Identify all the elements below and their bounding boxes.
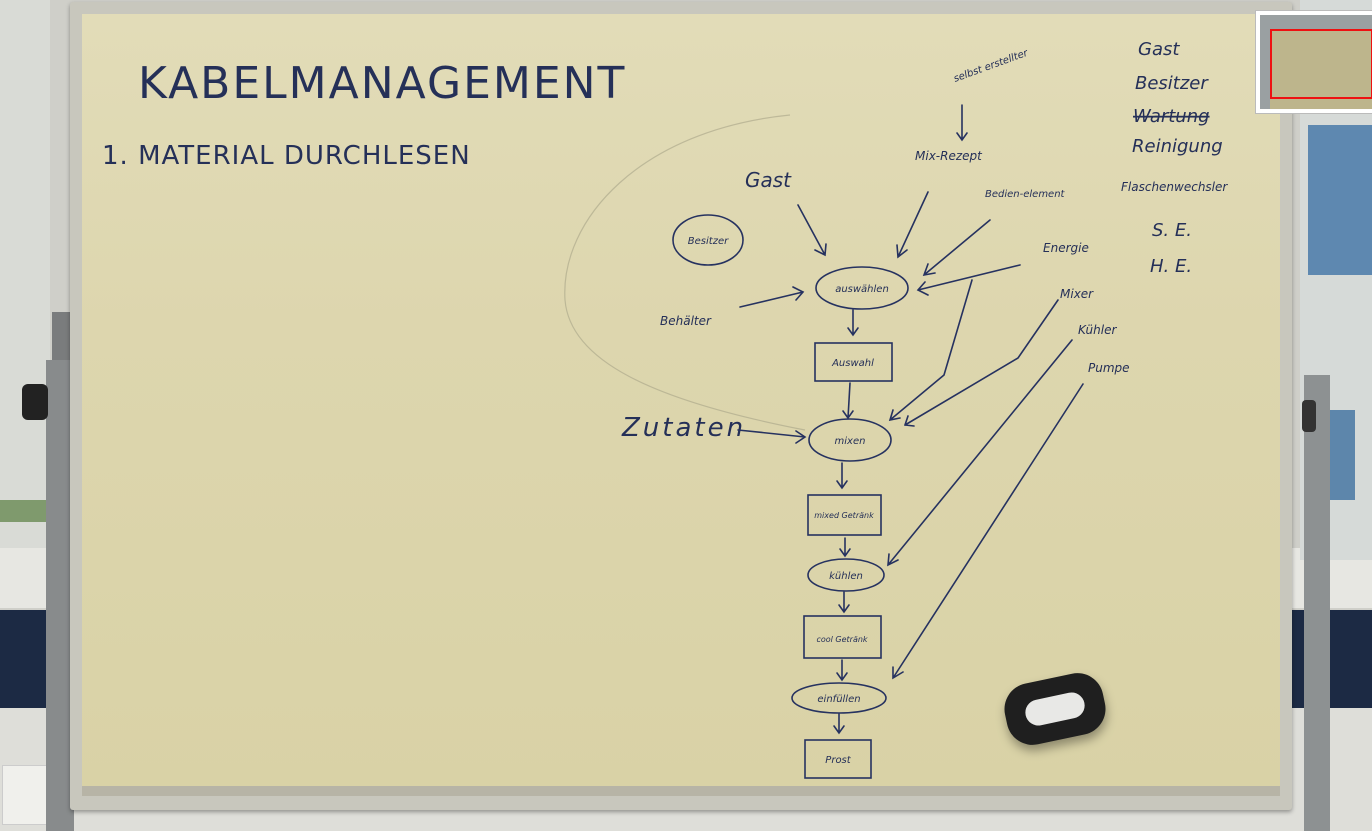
board-title: KABELMANAGEMENT	[138, 58, 626, 109]
arrow-gast-auswaehlen	[797, 204, 827, 257]
actor-reinigung: Reinigung	[1132, 136, 1223, 157]
node-mixen-label: mixen	[835, 436, 866, 447]
stand-leg-left	[46, 360, 74, 831]
label-energie: Energie	[1043, 241, 1089, 255]
arrow-auswahl-mixen	[842, 382, 854, 420]
node-auswaehlen-shape	[815, 266, 909, 310]
label-selbst-erstellter: selbst erstellter	[952, 47, 1030, 84]
arrow-bedien-auswaehlen	[922, 219, 991, 277]
actor-he: H. E.	[1150, 256, 1192, 277]
erased-loop	[564, 114, 806, 431]
actor-flaschenwechsler: Flaschenwechsler	[1121, 180, 1228, 194]
node-prost-label: Prost	[825, 755, 851, 766]
right-building-door	[1325, 410, 1355, 500]
left-window	[0, 0, 50, 560]
tilt-knob-right	[1302, 400, 1316, 432]
node-kuehlen-shape	[807, 558, 885, 592]
whiteboard-surface	[82, 14, 1280, 794]
arrow-kuehlen-cool	[838, 591, 850, 614]
node-prost-shape	[804, 739, 872, 779]
arrow-cool-einfuellen	[836, 659, 848, 682]
actor-se: S. E.	[1152, 220, 1192, 241]
actor-besitzer: Besitzer	[1135, 73, 1209, 94]
label-mix-rezept: Mix-Rezept	[915, 149, 983, 163]
node-besitzer-label: Besitzer	[688, 236, 729, 247]
left-window-plants	[0, 500, 50, 522]
tilt-knob-left	[22, 384, 48, 420]
minimap-viewport-indicator[interactable]	[1270, 29, 1372, 99]
minimap-board	[1270, 29, 1372, 109]
node-auswaehlen-label: auswählen	[835, 284, 889, 295]
arrow-auswaehlen-auswahl	[847, 309, 859, 337]
actor-list: Gast Besitzer Wartung Reinigung Flaschen…	[1121, 39, 1228, 277]
arrow-mixer-mixen	[903, 299, 1059, 427]
label-bedienelement: Bedien-element	[985, 189, 1066, 200]
arrow-zutaten-mixen	[737, 429, 807, 444]
node-einfuellen-label: einfüllen	[817, 694, 860, 705]
node-cool-getraenk-shape	[803, 615, 882, 659]
arrow-mixed-kuehlen	[839, 537, 851, 558]
node-einfuellen-shape	[791, 682, 887, 714]
node-mixed-getraenk-shape	[807, 494, 882, 536]
node-kuehlen-label: kühlen	[829, 571, 863, 582]
right-building-facade	[1308, 125, 1372, 275]
label-kuehler: Kühler	[1078, 323, 1117, 337]
label-zutaten: Zutaten	[621, 413, 746, 443]
arrow-mixrezept-auswaehlen	[896, 191, 929, 259]
arrow-selbst-mixrezept	[956, 104, 968, 142]
stand-leg-right	[1304, 375, 1330, 831]
arrow-pumpe-einfuellen	[892, 383, 1084, 680]
eraser-handle	[1022, 690, 1088, 728]
node-besitzer-shape	[672, 214, 744, 266]
node-cool-getraenk-label: cool Getränk	[816, 635, 867, 644]
label-pumpe: Pumpe	[1088, 361, 1130, 375]
minimap-thumbnail[interactable]	[1255, 10, 1372, 114]
node-auswahl-label: Auswahl	[831, 358, 874, 369]
arrow-energie-auswaehlen	[916, 264, 1021, 296]
arrow-kuehler-kuehlen	[887, 339, 1073, 567]
node-mixen-shape	[808, 418, 892, 462]
arrow-behaelter-auswaehlen	[739, 286, 805, 308]
label-gast: Gast	[745, 168, 792, 192]
actor-gast: Gast	[1138, 39, 1180, 60]
label-mixer: Mixer	[1060, 287, 1094, 301]
label-behaelter: Behälter	[660, 314, 712, 328]
arrow-energie-mixen	[888, 279, 973, 422]
actor-wartung: Wartung	[1133, 106, 1210, 127]
board-step: 1. MATERIAL DURCHLESEN	[102, 141, 471, 171]
arrow-einfuellen-prost	[833, 713, 845, 735]
marker-tray	[82, 786, 1280, 796]
arrow-mixen-mixed	[836, 462, 848, 490]
node-auswahl-shape	[814, 342, 893, 382]
node-mixed-getraenk-label: mixed Getränk	[814, 511, 874, 520]
